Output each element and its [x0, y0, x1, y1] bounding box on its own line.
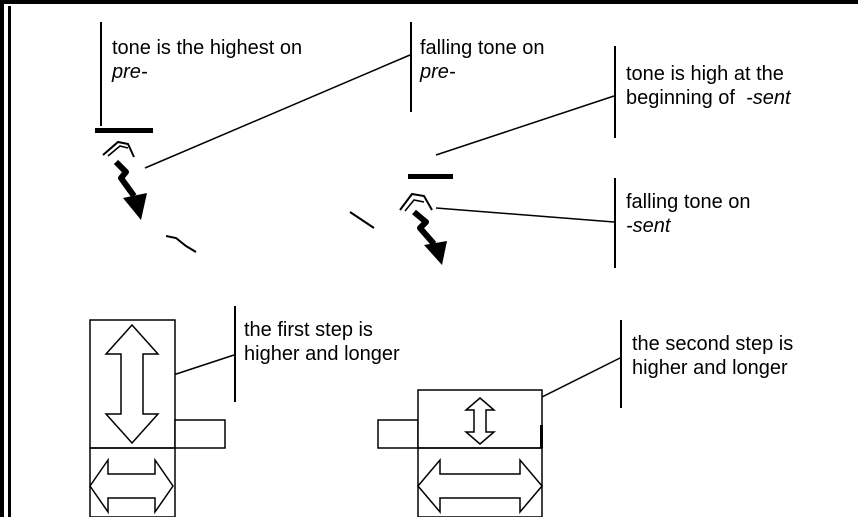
annotation-pre-fall-line2: pre- — [420, 61, 456, 83]
label-bar-second-step — [620, 320, 622, 408]
annotation-second-step-line1: the second step is — [632, 333, 794, 355]
second-step-box-low — [174, 419, 226, 449]
annotation-pre-fall-line1: falling tone on — [420, 37, 545, 59]
label-bar-pre-high — [100, 22, 102, 126]
leader-pre-fall — [144, 54, 411, 169]
sent-hook-mark — [399, 192, 433, 211]
annotation-sent-high-line1: tone is high at the — [626, 63, 784, 85]
pre-tone-symbol — [95, 128, 153, 220]
contour-mark-low — [165, 235, 197, 253]
contour-marks — [165, 211, 375, 253]
label-bars — [100, 22, 622, 408]
pre-hook-mark — [102, 140, 135, 158]
first-step-diagram — [89, 319, 226, 518]
annotation-sent-high: tone is high at the beginning of -sent — [626, 62, 791, 110]
pre-falling-arrow — [113, 159, 137, 198]
annotation-pre-high: tone is the highest on pre- — [112, 36, 302, 84]
first-step-box-low — [377, 419, 419, 449]
leader-sent-high — [435, 95, 615, 156]
label-bar-sent-high — [614, 46, 616, 138]
first-step-height-arrow — [104, 323, 160, 445]
sent-tone-symbol — [399, 174, 453, 265]
annotation-sent-fall-line2: -sent — [626, 215, 671, 237]
annotation-second-step: the second step is higher and longer — [632, 332, 793, 380]
sent-high-tone-bar — [408, 174, 453, 179]
second-step-height-arrow — [463, 397, 497, 445]
annotation-first-step: the first step is higher and longer — [244, 318, 400, 366]
annotation-sent-high-line2-prefix: beginning of — [626, 87, 735, 109]
annotation-pre-high-line1: tone is the highest on — [112, 37, 303, 59]
leader-sent-fall — [435, 207, 615, 223]
first-step-length-arrow — [89, 457, 174, 515]
annotation-sent-fall-line1: falling tone on — [626, 191, 751, 213]
label-bar-sent-fall — [614, 178, 616, 268]
second-step-diagram — [377, 389, 543, 518]
label-bar-pre-fall — [410, 22, 412, 112]
contour-mark-mid — [349, 211, 375, 229]
second-step-length-arrow — [417, 457, 543, 515]
annotation-sent-high-line2-italic: -sent — [746, 87, 791, 109]
label-bar-first-step — [234, 306, 236, 402]
annotation-sent-high-line2: beginning of -sent — [626, 86, 791, 110]
annotation-first-step-line1: the first step is — [244, 319, 373, 341]
annotation-sent-fall: falling tone on -sent — [626, 190, 751, 238]
annotation-pre-high-line2: pre- — [112, 61, 148, 83]
sent-falling-arrow — [412, 209, 437, 246]
annotation-first-step-line2: higher and longer — [244, 343, 400, 365]
pre-high-tone-bar — [95, 128, 153, 133]
annotation-second-step-line2: higher and longer — [632, 357, 788, 379]
annotation-pre-fall: falling tone on pre- — [420, 36, 545, 84]
